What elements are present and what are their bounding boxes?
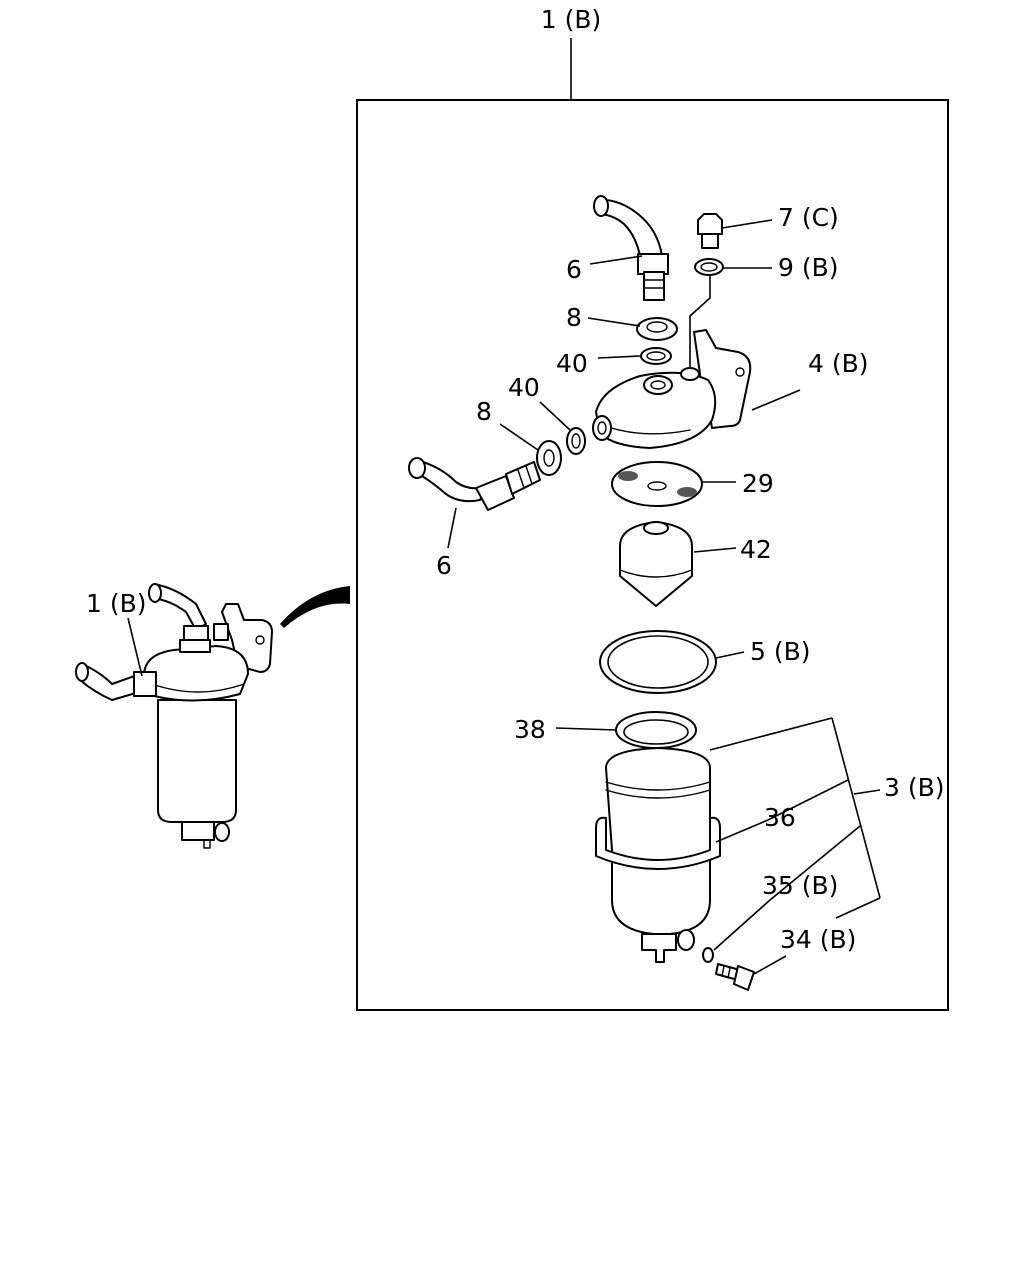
callout-plug: 7 (C): [778, 203, 839, 232]
callout-drain-plug: 34 (B): [780, 925, 856, 954]
callout-oring-left: 40: [508, 373, 540, 402]
part-36-bowl: [595, 747, 721, 963]
part-5-gasket: [599, 630, 717, 694]
callout-gasket: 5 (B): [750, 637, 811, 666]
part-9-washer: [689, 258, 724, 370]
part-35-washer: [702, 947, 714, 963]
callout-head: 4 (B): [808, 349, 869, 378]
callout-assembly-side: 1 (B): [86, 589, 147, 618]
callout-oring-top: 40: [556, 349, 588, 378]
part-4-filter-head: [592, 329, 752, 449]
callout-ring: 38: [514, 715, 546, 744]
callout-assembly-top: 1 (B): [541, 5, 602, 34]
part-29-strainer: [611, 461, 703, 507]
part-6-fuel-pipe-top: [593, 195, 669, 301]
callout-drain-washer: 35 (B): [762, 871, 838, 900]
part-40-oring-top: [640, 347, 672, 365]
callout-pipe-left: 6: [436, 551, 452, 580]
callout-cone: 42: [740, 535, 772, 564]
part-38-ring: [615, 711, 697, 749]
callout-nut-left: 8: [476, 397, 492, 426]
callout-pipe-top: 6: [566, 255, 582, 284]
part-8-nut-top: [636, 317, 678, 341]
callout-arrow-icon: [280, 586, 350, 628]
callout-element: 3 (B): [884, 773, 945, 802]
callout-bowl: 36: [764, 803, 796, 832]
part-7-plug: [697, 213, 723, 249]
part-42-cone: [619, 521, 693, 607]
part-40-oring-left: [566, 427, 586, 455]
callout-plug-washer: 9 (B): [778, 253, 839, 282]
callout-nut-top: 8: [566, 303, 582, 332]
part-8-nut-left: [536, 440, 562, 476]
part-6-fuel-pipe-left: [408, 457, 541, 511]
exploded-view-frame: [356, 99, 949, 1011]
part-34-drain-plug: [715, 963, 755, 991]
filter-assembly-illustration: [75, 583, 350, 849]
callout-strainer: 29: [742, 469, 774, 498]
